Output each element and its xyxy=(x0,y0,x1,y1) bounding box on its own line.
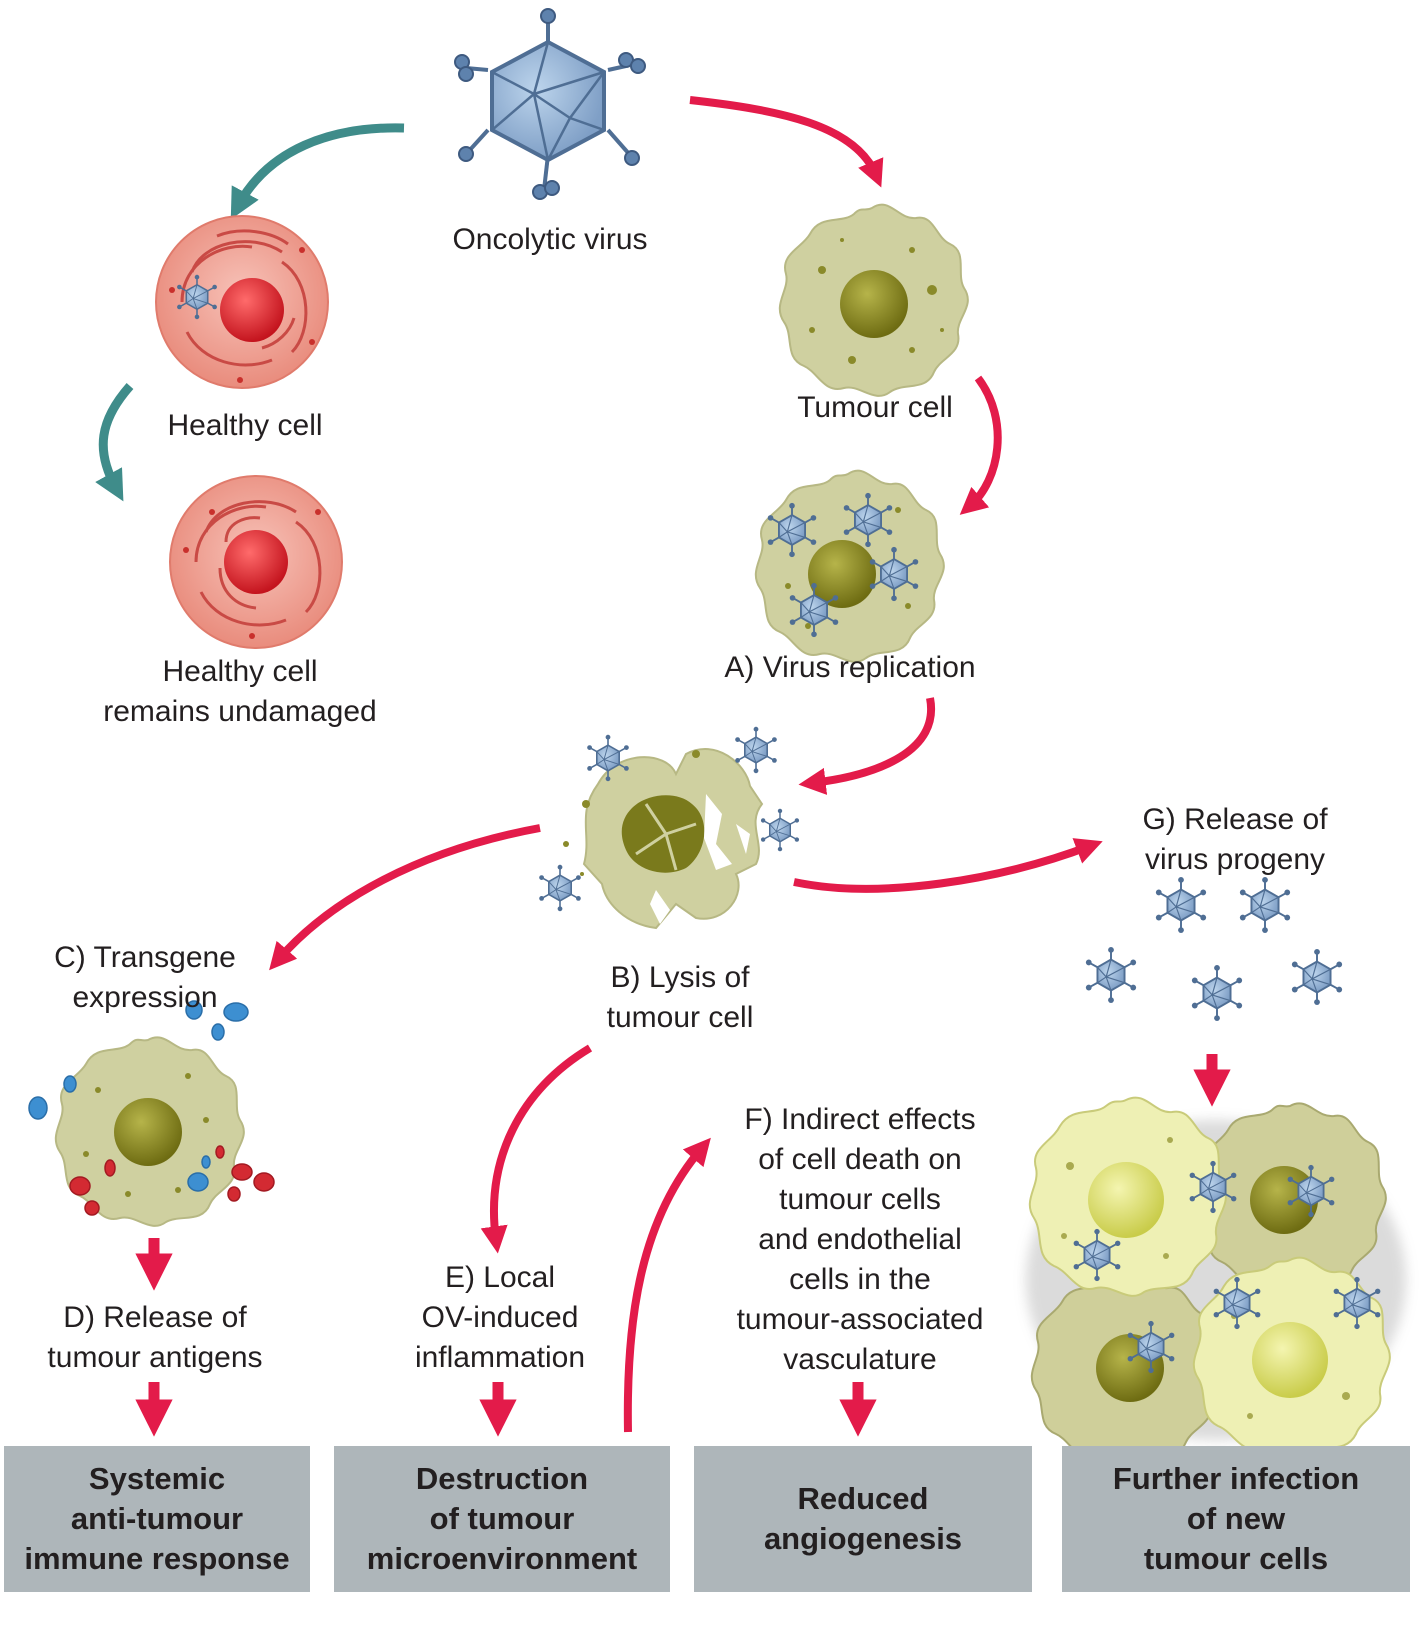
indirect-effects-label: F) Indirect effects of cell death on tum… xyxy=(700,1100,1020,1380)
infected-tumour-cluster-icon xyxy=(1026,1096,1406,1465)
outcome-reduced-angiogenesis: Reduced angiogenesis xyxy=(694,1446,1032,1592)
indirect-effects-line: of cell death on xyxy=(758,1143,962,1176)
healthy-cell-undamaged-icon xyxy=(169,475,343,649)
arrow-lysis-to-inflammation xyxy=(480,1044,593,1254)
tumour-cell-text: Tumour cell xyxy=(797,391,953,424)
progeny-line: G) Release of xyxy=(1142,803,1328,836)
healthy-undamaged-label: Healthy cell remains undamaged xyxy=(70,652,410,732)
virus-replication-text: A) Virus replication xyxy=(724,651,976,684)
inflammation-line: inflammation xyxy=(414,1341,586,1374)
antigens-line: tumour antigens xyxy=(47,1341,263,1374)
outcome-further-infection: Further infection of new tumour cells xyxy=(1062,1446,1410,1592)
arrow-destruction-to-indirect xyxy=(623,1137,711,1433)
virus-replication-cell-icon xyxy=(754,469,945,663)
outcome-line: of tumour xyxy=(429,1501,575,1536)
healthy-undamaged-line: remains undamaged xyxy=(103,695,377,728)
antigens-label: D) Release of tumour antigens xyxy=(20,1298,290,1378)
indirect-effects-line: and endothelial xyxy=(758,1223,962,1256)
healthy-undamaged-line: Healthy cell xyxy=(162,655,318,688)
lysed-tumour-cell-icon xyxy=(538,726,800,930)
outcome-line: microenvironment xyxy=(366,1541,638,1576)
healthy-cell-icon xyxy=(155,215,329,389)
inflammation-line: E) Local xyxy=(444,1261,556,1294)
inflammation-label: E) Local OV-induced inflammation xyxy=(380,1258,620,1378)
healthy-cell-label: Healthy cell xyxy=(130,406,360,446)
indirect-effects-line: tumour-associated xyxy=(736,1303,984,1336)
outcome-destruction-microenvironment: Destruction of tumour microenvironment xyxy=(334,1446,670,1592)
lysis-label: B) Lysis of tumour cell xyxy=(560,958,800,1038)
transgene-line: C) Transgene xyxy=(54,941,236,974)
transgene-cell-icon xyxy=(28,1000,275,1227)
outcome-line: anti-tumour xyxy=(70,1501,244,1536)
outcome-line: angiogenesis xyxy=(763,1521,963,1556)
progeny-label: G) Release of virus progeny xyxy=(1110,800,1360,880)
virus-replication-label: A) Virus replication xyxy=(680,648,1020,688)
transgene-label: C) Transgene expression xyxy=(30,938,260,1018)
indirect-effects-line: tumour cells xyxy=(779,1183,941,1216)
outcome-systemic-immune-response: Systemic anti-tumour immune response xyxy=(4,1446,310,1592)
outcome-line: Reduced xyxy=(797,1481,929,1516)
inflammation-line: OV-induced xyxy=(421,1301,579,1334)
oncolytic-virus-icon xyxy=(454,8,646,200)
lysis-line: B) Lysis of xyxy=(610,961,750,994)
outcome-line: immune response xyxy=(24,1541,290,1576)
arrow-virus-to-tumour xyxy=(689,96,884,188)
outcome-line: Destruction xyxy=(415,1461,589,1496)
healthy-cell-text: Healthy cell xyxy=(167,409,323,442)
indirect-effects-line: vasculature xyxy=(783,1343,937,1376)
outcome-line: Systemic xyxy=(88,1461,226,1496)
oncolytic-virus-text: Oncolytic virus xyxy=(452,223,648,256)
oncolytic-virus-label: Oncolytic virus xyxy=(430,220,670,260)
outcome-line: Further infection xyxy=(1112,1461,1360,1496)
outcome-line: tumour cells xyxy=(1143,1541,1329,1576)
arrow-tumour-to-replication xyxy=(959,375,1002,515)
virus-progeny-icons xyxy=(1084,876,1344,1022)
arrow-virus-to-healthy xyxy=(230,123,405,220)
lysis-line: tumour cell xyxy=(606,1001,754,1034)
arrow-replication-to-lysis xyxy=(798,697,936,795)
antigens-line: D) Release of xyxy=(63,1301,247,1334)
indirect-effects-line: cells in the xyxy=(789,1263,931,1296)
arrow-lysis-to-progeny xyxy=(793,838,1103,893)
indirect-effects-line: F) Indirect effects xyxy=(744,1103,976,1136)
outcome-line: of new xyxy=(1186,1501,1286,1536)
progeny-line: virus progeny xyxy=(1144,843,1326,876)
tumour-cell-label: Tumour cell xyxy=(770,388,980,428)
transgene-line: expression xyxy=(72,981,218,1014)
arrow-lysis-to-transgene xyxy=(269,824,541,971)
tumour-cell-icon xyxy=(778,203,969,397)
arrow-healthy-to-undamaged xyxy=(95,383,134,502)
